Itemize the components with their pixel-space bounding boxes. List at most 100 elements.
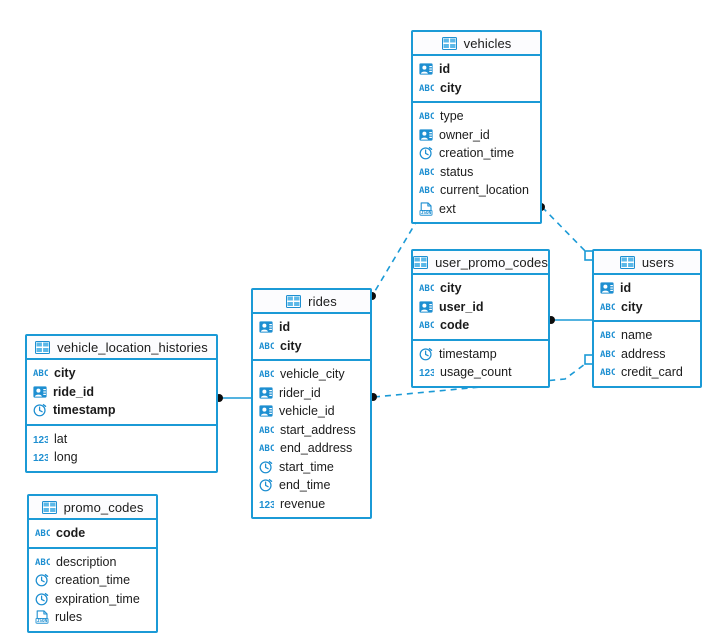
id-card-icon [259,386,273,400]
field-row[interactable]: rules [29,608,156,627]
table-title: vehicles [463,35,512,51]
field-row[interactable]: id [594,279,700,298]
clock-icon [419,146,433,160]
table-grid-icon [35,341,50,354]
clock-icon [259,478,273,492]
id-card-icon [419,62,433,76]
field-row[interactable]: id [413,60,540,79]
svg-text:ABC: ABC [419,321,434,331]
json-file-icon [419,202,433,216]
field-name: vehicle_city [280,367,345,382]
field-name: rider_id [279,385,321,400]
field-row[interactable]: vehicle_id [253,402,370,421]
123-number-icon: 123 [419,366,434,378]
table-header[interactable]: vehicles [413,32,540,56]
table-grid-icon [413,256,428,269]
field-row[interactable]: ride_id [27,383,216,402]
abc-text-icon: ABC [259,368,274,380]
table-title: users [641,254,675,270]
table-header[interactable]: rides [253,290,370,314]
field-row[interactable]: end_time [253,476,370,495]
field-name: user_id [439,299,484,314]
svg-text:ABC: ABC [419,284,434,294]
field-name: address [621,346,666,361]
field-name: timestamp [439,346,497,361]
field-name: ride_id [53,384,94,399]
table-header[interactable]: user_promo_codes [413,251,548,275]
field-row[interactable]: timestamp [27,401,216,420]
table-title: vehicle_location_histories [57,339,208,355]
abc-text-icon: ABC [419,184,434,196]
field-row[interactable]: user_id [413,298,548,317]
field-row[interactable]: rider_id [253,384,370,403]
id-card-icon [419,128,433,142]
abc-text-icon: ABC [419,282,434,294]
abc-text-icon: ABC [419,110,434,122]
field-row[interactable]: ABC type [413,107,540,126]
svg-text:ABC: ABC [259,444,274,454]
relationship-vehicle-location-histories-rides[interactable] [215,394,252,402]
field-row[interactable]: timestamp [413,345,548,364]
svg-text:123: 123 [33,435,48,445]
field-name: timestamp [53,403,116,418]
field-name: city [54,366,76,381]
relationship-user-promo-codes-users[interactable] [547,316,593,324]
field-name: id [439,62,451,77]
table-header[interactable]: vehicle_location_histories [27,336,216,360]
field-row[interactable]: start_time [253,458,370,477]
field-row[interactable]: ABC address [594,345,700,364]
id-card-icon [600,281,614,295]
table-header[interactable]: users [594,251,700,275]
clock-icon [35,592,49,606]
field-name: end_address [280,441,353,456]
abc-text-icon: ABC [419,82,434,94]
field-name: long [54,450,78,465]
field-name: type [440,109,464,124]
field-row[interactable]: ABC vehicle_city [253,365,370,384]
123-number-icon: 123 [259,498,274,510]
svg-text:ABC: ABC [259,426,274,436]
field-row[interactable]: 123 lat [27,430,216,449]
field-name: lat [54,431,68,446]
field-row[interactable]: ext [413,200,540,219]
field-row[interactable]: owner_id [413,126,540,145]
field-name: end_time [279,478,331,493]
field-row[interactable]: creation_time [29,571,156,590]
field-row[interactable]: ABC end_address [253,439,370,458]
table-grid-icon [620,256,635,269]
field-name: description [56,554,117,569]
abc-text-icon: ABC [600,348,615,360]
field-row[interactable]: id [253,318,370,337]
field-row[interactable]: creation_time [413,144,540,163]
field-row[interactable]: expiration_time [29,590,156,609]
clock-icon [419,347,433,361]
id-card-icon [419,300,433,314]
table-header[interactable]: promo_codes [29,496,156,520]
